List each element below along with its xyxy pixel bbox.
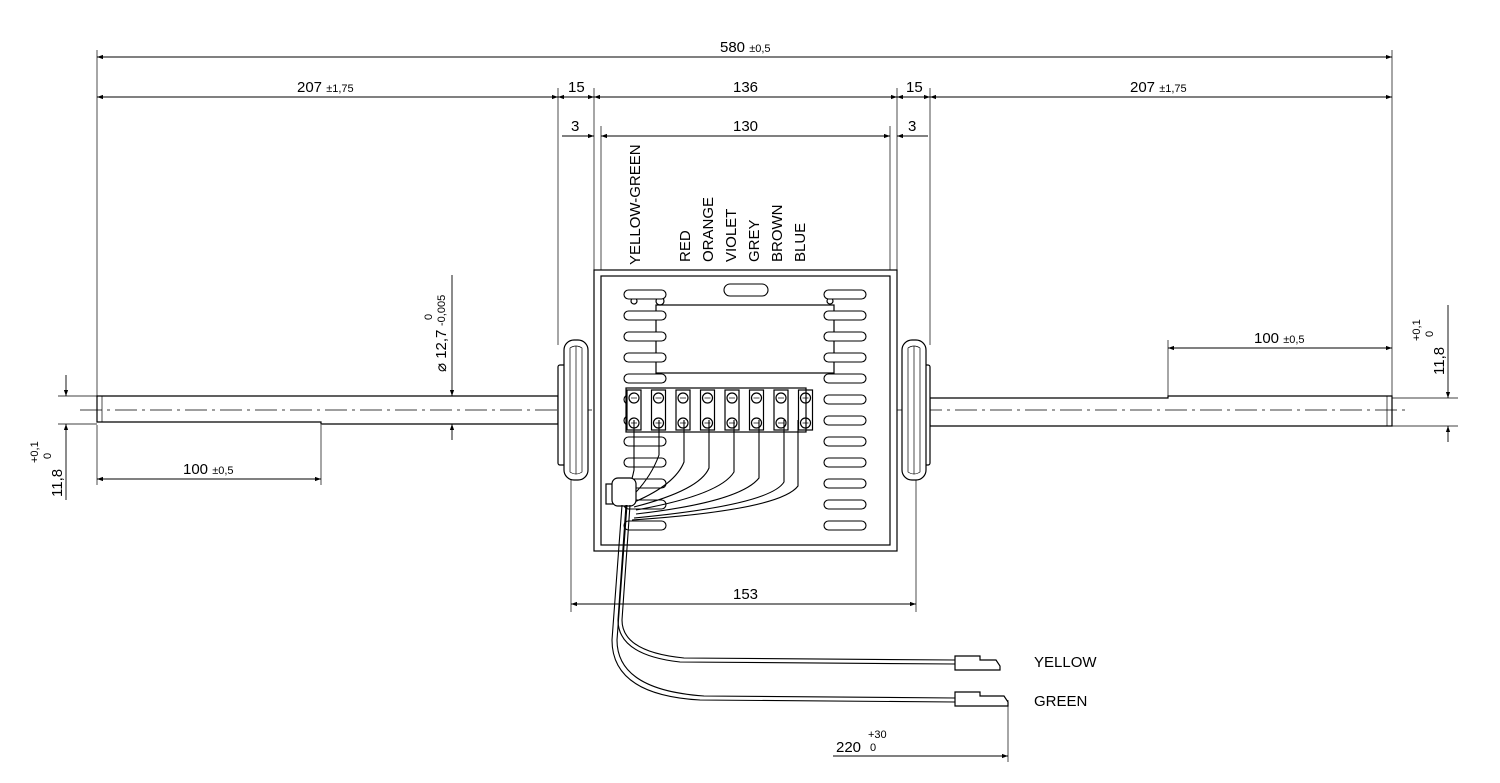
terminal-screw <box>652 392 665 404</box>
terminal-screw <box>775 392 787 404</box>
dim-cable-length: 220 +30 0 <box>836 729 887 756</box>
vent-slots-right <box>823 289 867 531</box>
wire-label: BROWN <box>769 205 786 263</box>
terminal-screw <box>799 392 812 404</box>
svg-text:11,8: 11,8 <box>1431 347 1448 375</box>
svg-text:11,8: 11,8 <box>49 469 66 497</box>
terminal-cell <box>675 389 691 431</box>
terminal-screw <box>677 417 689 429</box>
vent-slot <box>823 457 867 468</box>
green-connector <box>954 691 1009 707</box>
svg-text:220: 220 <box>836 739 861 756</box>
terminal-block <box>625 387 814 433</box>
dim-left-flat-height: 11,8 +0,1 0 <box>29 441 66 497</box>
svg-text:+0,1: +0,1 <box>29 441 41 463</box>
wire-label: GREY <box>746 219 763 262</box>
svg-text:0: 0 <box>423 314 435 320</box>
label-green: GREEN <box>1034 693 1087 710</box>
wire-label: VIOLET <box>723 209 740 262</box>
terminal-screw <box>799 417 812 429</box>
vent-slot <box>823 289 867 300</box>
svg-text:+30: +30 <box>868 729 887 741</box>
dim-right-flat-height: 11,8 +0,1 0 <box>1411 319 1448 375</box>
dim-right-gap: 3 <box>908 118 916 135</box>
vent-slot <box>623 436 667 447</box>
right-shaft <box>929 395 1393 427</box>
dimension-texts: 580 ±0,5 207 ±1,75 207 ±1,75 15 15 136 1… <box>29 39 1448 756</box>
vent-slot <box>823 499 867 510</box>
yellow-connector <box>954 655 1001 671</box>
vent-slot <box>623 331 667 342</box>
terminal-screw <box>750 392 763 404</box>
internal-wiring <box>605 420 799 521</box>
vent-slot <box>623 457 667 468</box>
vent-slot <box>823 478 867 489</box>
terminal-screw <box>628 392 640 404</box>
terminal-screw <box>677 392 689 404</box>
svg-text:0: 0 <box>1424 331 1436 337</box>
vent-slot <box>823 352 867 363</box>
terminal-strip <box>625 387 807 433</box>
label-yellow: YELLOW <box>1034 654 1097 671</box>
vent-slot <box>823 520 867 531</box>
vent-slot <box>623 289 667 300</box>
terminal-screw <box>701 417 714 429</box>
vent-slot <box>823 415 867 426</box>
terminal-screw <box>750 417 763 429</box>
dim-right-flat: 100 ±0,5 <box>1254 330 1305 347</box>
terminal-screw <box>726 392 738 404</box>
vent-slot <box>823 394 867 405</box>
right-bearing-ring <box>901 339 931 481</box>
vent-slot <box>623 520 667 531</box>
vent-slot <box>823 436 867 447</box>
vent-slot <box>823 373 867 384</box>
dim-left-shaft: 207 ±1,75 <box>297 79 354 96</box>
terminal-cell <box>699 389 716 431</box>
left-bearing-ring <box>557 339 589 481</box>
wire-label: BLUE <box>792 223 809 262</box>
wire-label: YELLOW-GREEN <box>627 144 644 265</box>
dim-body-outer: 136 <box>733 79 758 96</box>
svg-text:+0,1: +0,1 <box>1411 319 1423 341</box>
dim-right-shaft: 207 ±1,75 <box>1130 79 1187 96</box>
dim-left-flat: 100 ±0,5 <box>183 461 234 478</box>
vent-slot <box>623 352 667 363</box>
vent-slot <box>823 310 867 321</box>
terminal-screw <box>701 392 714 404</box>
svg-text:⌀ 12,7: ⌀ 12,7 <box>433 330 450 372</box>
wire-labels: YELLOW-GREEN RED ORANGE VIOLET GREY BROWN BLUE <box>627 144 809 265</box>
dim-left-gap: 3 <box>571 118 579 135</box>
dim-overall: 580 ±0,5 <box>720 39 771 56</box>
wire-label: ORANGE <box>700 197 717 262</box>
vent-slot <box>823 331 867 342</box>
terminal-screw <box>775 417 787 429</box>
terminal-cell <box>724 389 740 431</box>
terminal-screw <box>726 417 738 429</box>
dim-mount-width: 153 <box>733 586 758 603</box>
svg-text:0: 0 <box>42 453 54 459</box>
dimension-lines <box>63 54 1451 759</box>
svg-text:-0,005: -0,005 <box>436 295 448 326</box>
dim-shaft-diameter: ⌀ 12,7 0 -0,005 <box>423 295 450 372</box>
terminal-cell <box>748 389 765 431</box>
external-cable <box>611 504 1009 707</box>
svg-text:0: 0 <box>870 742 876 754</box>
extension-lines <box>58 50 1458 762</box>
terminal-cell <box>797 389 814 431</box>
dim-left-spacer: 15 <box>568 79 585 96</box>
wire-label: RED <box>677 230 694 262</box>
terminal-cell <box>773 389 789 431</box>
vent-slot <box>623 310 667 321</box>
dim-right-spacer: 15 <box>906 79 923 96</box>
dim-body-inner: 130 <box>733 118 758 135</box>
vent-slot <box>623 373 667 384</box>
